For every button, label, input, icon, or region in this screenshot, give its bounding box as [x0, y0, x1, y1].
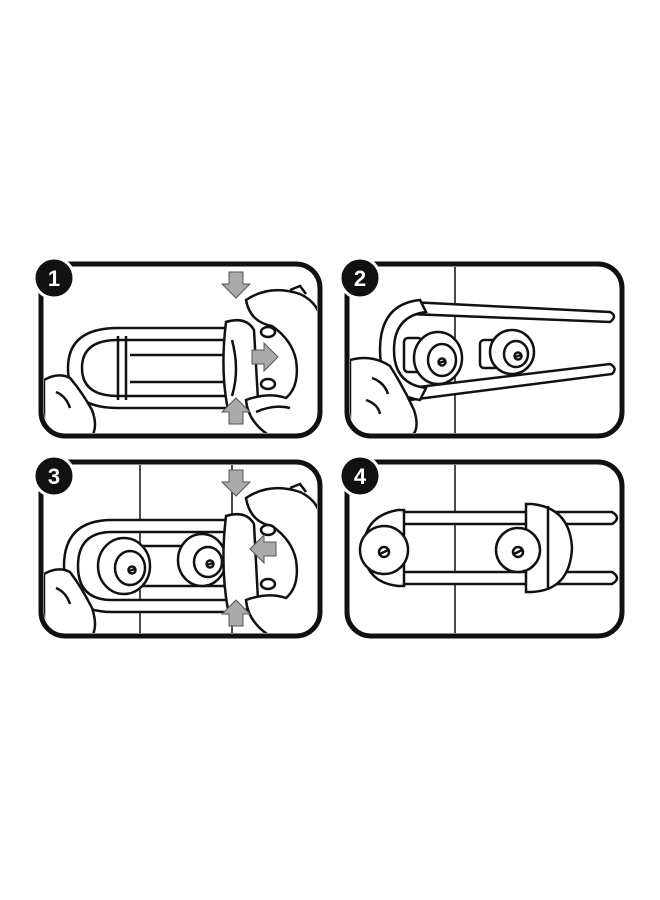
step-3-number: 3: [48, 464, 60, 489]
cabinet-knob-icon: [358, 524, 542, 576]
hand-squeeze-icon: [244, 482, 317, 633]
hand-icon: [44, 568, 97, 633]
step-4-badge: 4: [338, 454, 382, 498]
step-4-frame: [344, 459, 625, 639]
latch-icon: [222, 319, 260, 413]
hand-icon: [350, 356, 418, 433]
step-2-badge: 2: [338, 256, 382, 300]
step-1-badge: 1: [32, 256, 76, 300]
step-3-badge: 3: [32, 454, 76, 498]
step-3-panel: 3: [32, 454, 323, 639]
hand-squeeze-icon: [244, 284, 317, 433]
step-1-panel: 1: [32, 256, 323, 439]
cabinet-knob-icon: [96, 532, 228, 596]
latch-icon: [222, 513, 260, 613]
press-arrow-icon: [220, 469, 277, 627]
step-4-panel: 4: [338, 454, 625, 639]
cabinet-knob-icon: [402, 328, 536, 386]
press-arrow-icon: [220, 271, 279, 425]
step-1-number: 1: [48, 266, 60, 291]
hand-icon: [44, 374, 97, 433]
step-2-panel: 2: [338, 256, 625, 439]
step-2-number: 2: [354, 266, 366, 291]
step-4-number: 4: [354, 464, 367, 489]
